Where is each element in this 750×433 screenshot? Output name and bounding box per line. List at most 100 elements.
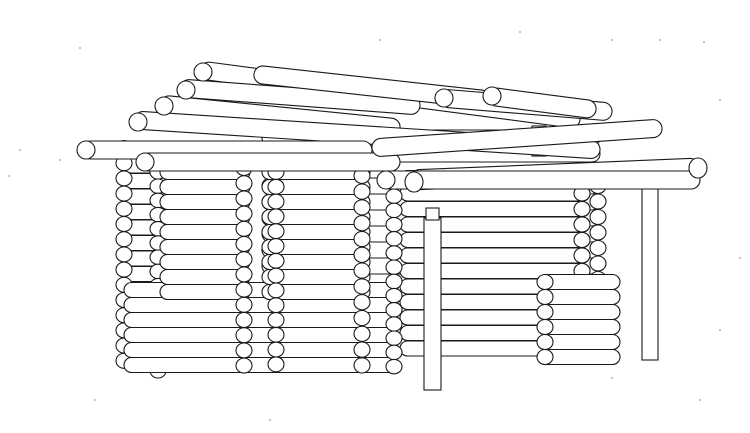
right-corner-log-end <box>573 200 591 218</box>
front-corner-log-end <box>353 183 371 200</box>
left-corner-log-end <box>115 185 133 202</box>
front-corner-log-end <box>353 325 371 342</box>
front-corner-log-end <box>267 238 285 254</box>
stub-wall-log-end <box>536 288 554 306</box>
top-front-beam <box>139 152 401 172</box>
right-corner-log-end <box>573 247 591 264</box>
speck <box>703 41 705 43</box>
speck <box>659 39 661 41</box>
front-corner-log-end <box>267 312 285 328</box>
right-corner-log-end <box>589 239 607 257</box>
front-wall <box>123 151 403 375</box>
front-corner-log-end <box>235 342 253 359</box>
front-corner-log-end <box>385 287 403 304</box>
front-corner-log-end <box>353 215 371 232</box>
front-corner-log-end <box>235 251 253 268</box>
front-corner-log-end <box>235 327 253 344</box>
front-corner-log-end <box>267 252 285 269</box>
front-corner-log-end <box>235 190 253 207</box>
front-corner-log-end <box>267 356 285 373</box>
front-corner-log-end <box>267 193 285 210</box>
front-corner-log-end <box>385 330 403 346</box>
stub-wall-log-end <box>536 348 554 366</box>
front-corner-log-end <box>235 175 253 192</box>
speck <box>611 39 613 41</box>
front-corner-log-end <box>385 245 403 261</box>
top-side-beam <box>371 119 663 157</box>
left-corner-log-end <box>115 170 133 187</box>
stub-wall-log-end <box>536 303 554 321</box>
beam-end <box>376 170 396 190</box>
front-corner-log-end <box>353 262 371 279</box>
beam-end <box>128 112 148 132</box>
front-corner-log-end <box>235 235 253 253</box>
speck <box>94 399 96 401</box>
left-post-cap <box>425 207 440 221</box>
front-corner-log-end <box>385 302 403 318</box>
beam-end <box>482 86 502 106</box>
front-corner-log-end <box>267 282 285 299</box>
speck <box>269 419 271 421</box>
front-corner-log-end <box>267 326 285 343</box>
front-corner-log-end <box>385 216 403 233</box>
front-corner-log-end <box>353 294 371 311</box>
front-corner-log-end <box>235 296 253 313</box>
right-corner-log-end <box>573 216 591 233</box>
front-corner-log-end <box>385 231 403 247</box>
front-corner-log-end <box>385 358 403 375</box>
speck <box>739 257 741 259</box>
front-corner-log-end <box>235 220 253 237</box>
front-corner-log-end <box>267 208 285 225</box>
front-corner-log-end <box>353 357 371 374</box>
front-eave-beam <box>379 170 701 190</box>
front-wall-log <box>261 283 371 301</box>
right-corner-log-end <box>589 255 607 272</box>
beam-end <box>434 88 454 108</box>
beam-end <box>688 157 708 179</box>
left-corner-log-end <box>115 231 133 248</box>
front-corner-log-end <box>267 223 285 240</box>
front-corner-log-end <box>353 341 371 358</box>
front-corner-log-end <box>385 344 403 361</box>
speck <box>699 399 701 401</box>
front-corner-log-end <box>353 230 371 248</box>
left-post <box>423 217 442 391</box>
front-corner-log-end <box>267 178 285 195</box>
left-corner-log-end <box>115 215 133 233</box>
front-corner-log-end <box>267 267 285 284</box>
front-corner-log-end <box>385 188 403 204</box>
speck <box>611 377 613 379</box>
front-corner-log-end <box>353 199 371 216</box>
speck <box>719 329 721 331</box>
beam-end <box>154 96 174 116</box>
left-corner-log-end <box>115 200 133 217</box>
front-corner-log-end <box>235 311 253 329</box>
right-post <box>641 185 659 361</box>
stub-wall-log-end <box>536 273 554 291</box>
left-corner-log-end <box>115 246 133 263</box>
front-corner-log-end <box>235 357 253 374</box>
front-corner-log-end <box>385 202 403 219</box>
front-corner-log-end <box>353 309 371 327</box>
front-corner-log-end <box>267 341 285 358</box>
beam-end <box>76 140 96 160</box>
right-corner-log-end <box>573 231 591 249</box>
front-corner-log-end <box>385 316 403 332</box>
front-corner-log-end <box>235 205 253 222</box>
right-corner-log-end <box>589 193 607 210</box>
front-corner-log-end <box>385 259 403 275</box>
beam-end <box>176 80 196 100</box>
beam-end <box>193 62 213 82</box>
left-corner-log-end <box>115 261 133 278</box>
beam-end <box>135 152 155 172</box>
front-corner-log-end <box>353 246 371 263</box>
front-corner-log-end <box>385 273 403 290</box>
front-corner-log-end <box>235 266 253 283</box>
paper-specks <box>8 31 741 421</box>
speck <box>379 39 381 41</box>
front-corner-log-end <box>353 278 371 295</box>
speck <box>8 175 10 177</box>
speck <box>519 31 521 33</box>
